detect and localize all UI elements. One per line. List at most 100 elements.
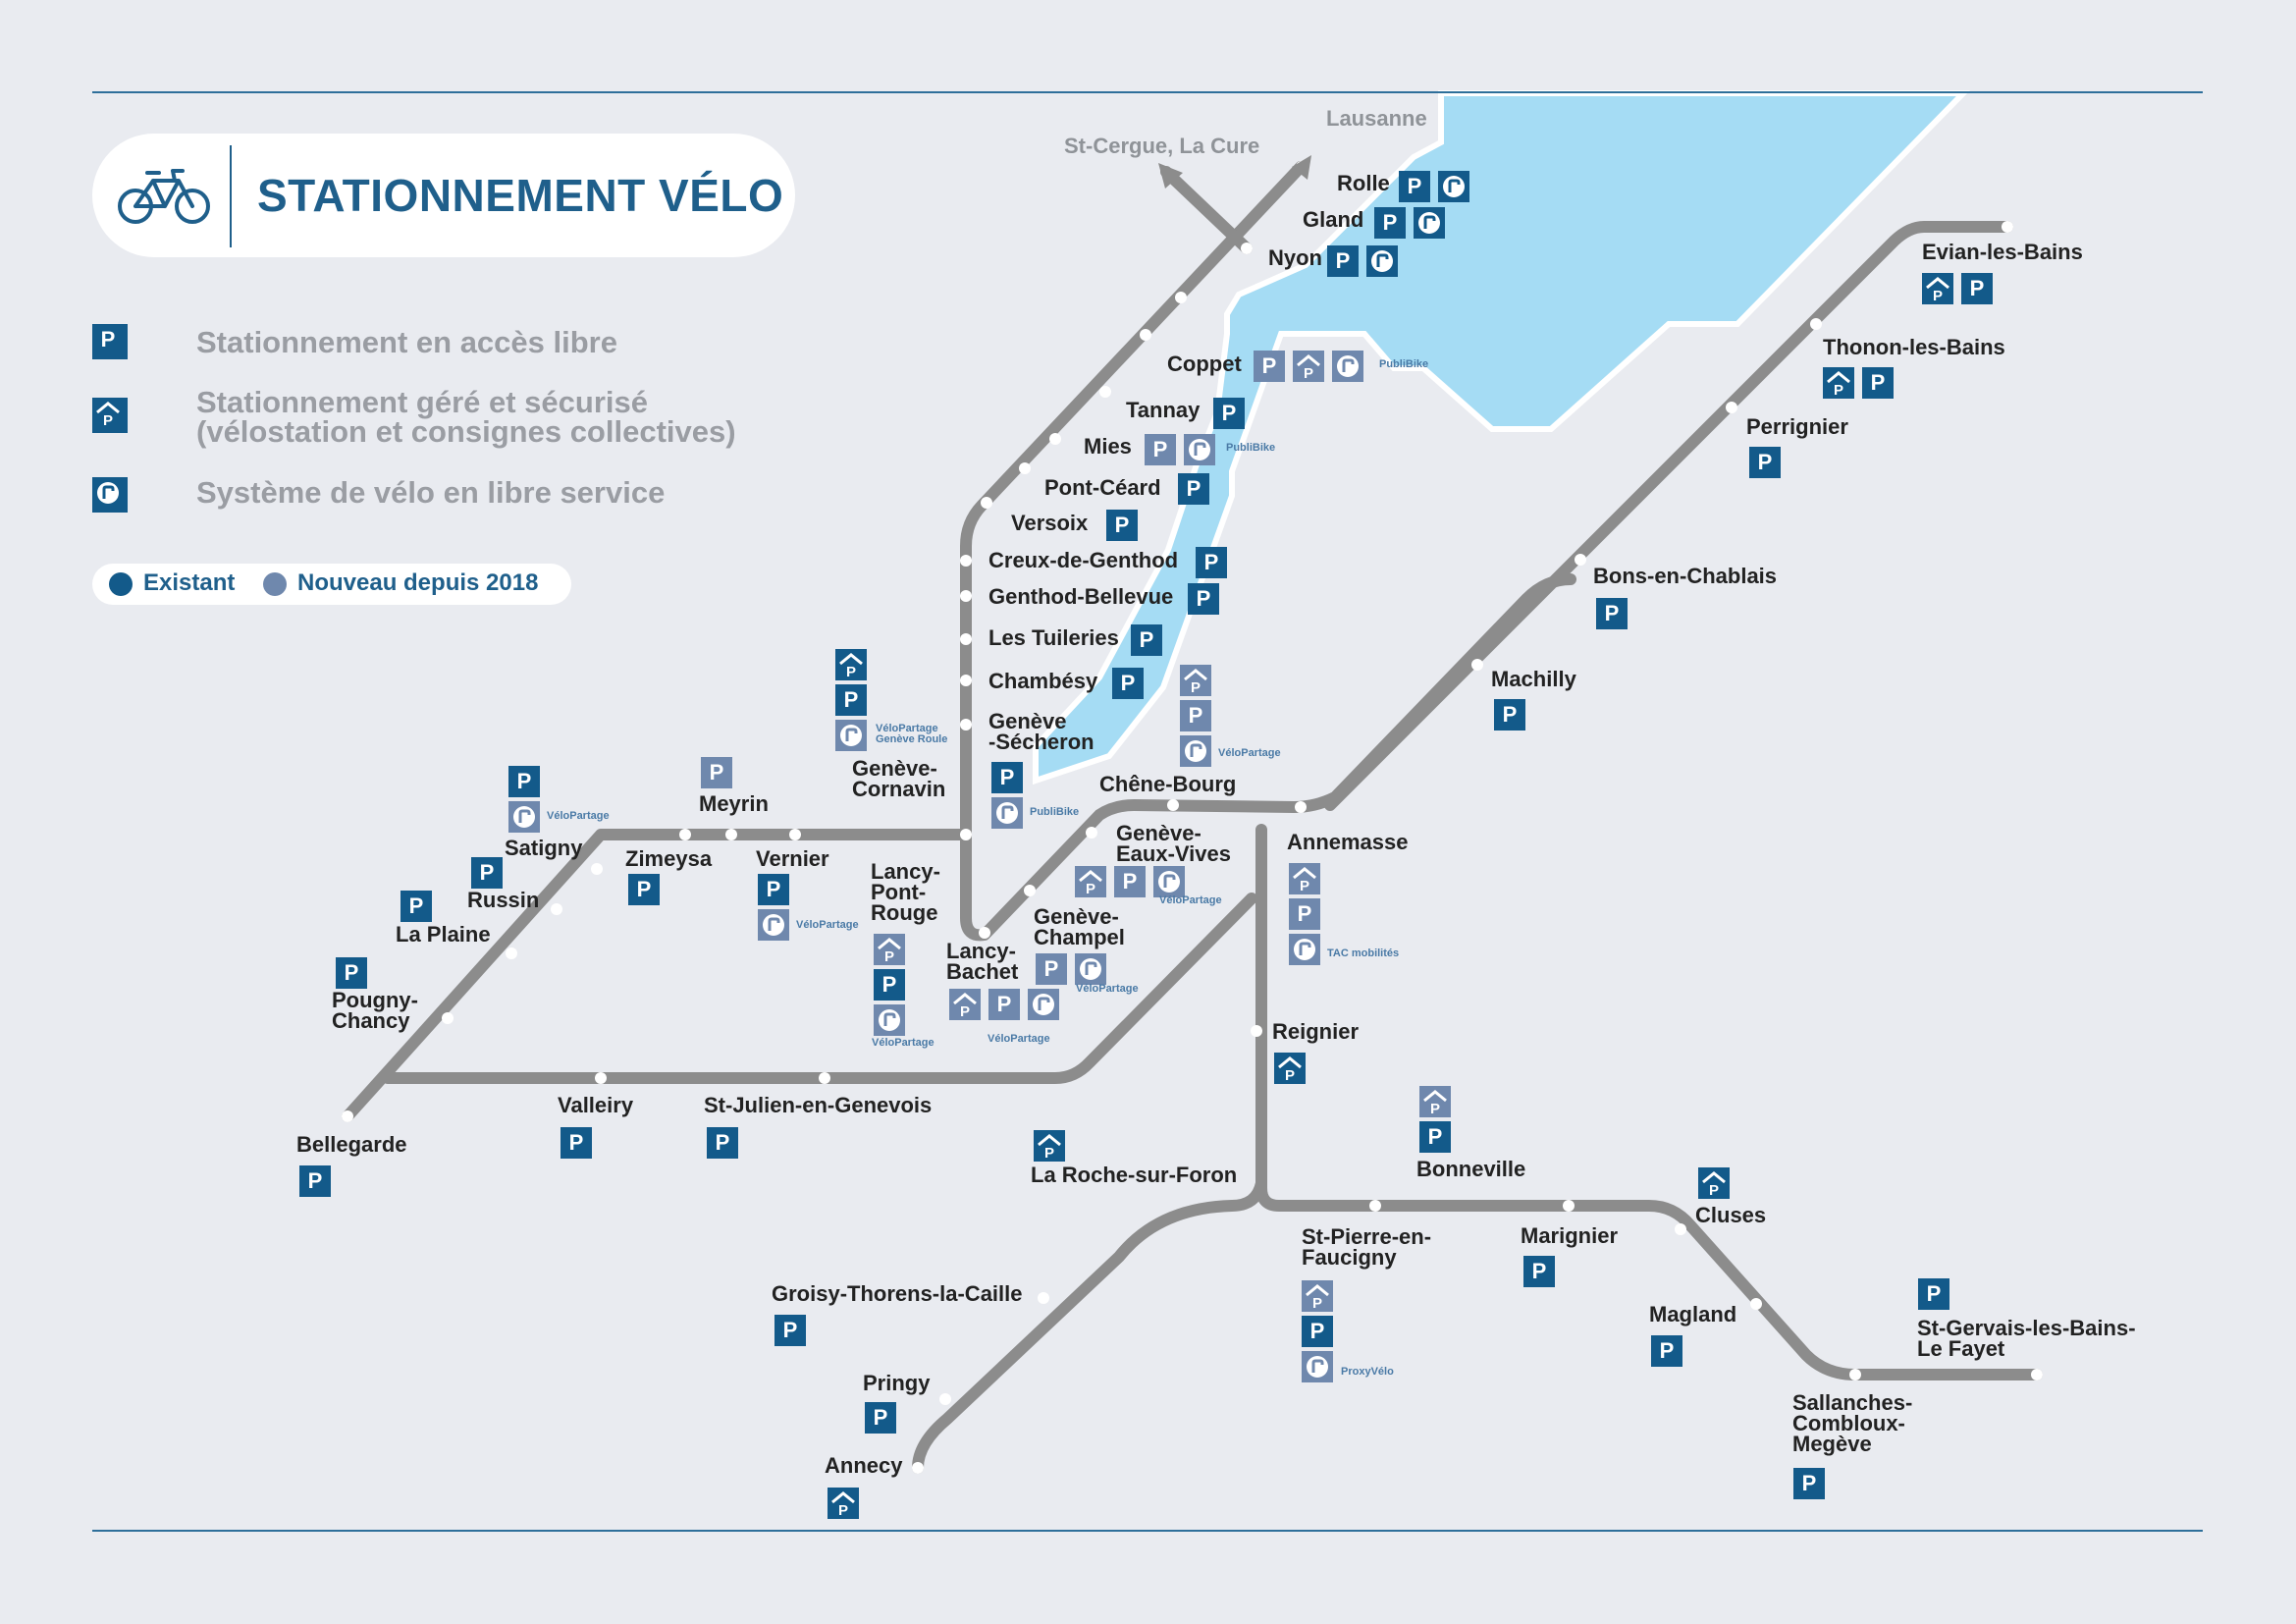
bike-share-icon [1028, 989, 1059, 1020]
bike-share-icon [1153, 866, 1185, 897]
parking-icon [1862, 367, 1894, 399]
parking-icon [707, 1127, 738, 1159]
station-icons: P [1698, 1167, 1730, 1203]
station-label: Tannay [1126, 398, 1201, 422]
status-existant: Existant [143, 569, 236, 596]
arrow-lausanne [1292, 155, 1311, 180]
station-icons [1178, 473, 1217, 505]
legend-label: Stationnement en accès libre [196, 325, 617, 359]
station-label: Genève- Champel [1034, 904, 1125, 949]
parking-icon [1399, 171, 1430, 202]
svg-text:P: P [103, 412, 113, 429]
parking-icon [92, 324, 128, 359]
station-icons [1749, 447, 1781, 482]
station-label: Evian-les-Bains [1922, 240, 2083, 264]
bike-share-icon [835, 720, 867, 751]
parking-icon [561, 1127, 592, 1159]
operator-label: TAC mobilités [1327, 947, 1400, 959]
station-icons [561, 1127, 592, 1163]
parking-icon [835, 684, 867, 716]
station-icons [1112, 668, 1151, 699]
station-icons: P [835, 649, 867, 755]
line-annemasse-laroche [1255, 824, 2043, 1380]
line-bellegarde-cornavin [342, 829, 972, 1122]
parking-icon [1145, 434, 1176, 465]
station-label: Russin [467, 888, 540, 912]
parking-icon [400, 891, 432, 922]
lake [1033, 90, 1971, 785]
station-label: Lancy- Pont- Rouge [871, 859, 940, 925]
parking-icon [1918, 1278, 1949, 1310]
bike-share-icon [1332, 351, 1363, 382]
parking-icon [1289, 898, 1320, 930]
svg-text:P: P [1304, 365, 1313, 382]
secure-parking-icon: P [1180, 665, 1211, 696]
station-icons [299, 1165, 331, 1201]
bike-share-icon [1414, 207, 1445, 239]
line-lausanne-cornavin [960, 161, 1576, 942]
station-icons: P [1034, 1130, 1065, 1165]
legend-label: (vélostation et consignes collectives) [196, 414, 736, 449]
station-label: Vernier [756, 846, 829, 871]
station-label: Bellegarde [296, 1132, 407, 1157]
station-label: Sallanches- Combloux- Megève [1792, 1390, 1913, 1456]
parking-icon [991, 762, 1023, 793]
station-icons: P [1274, 1053, 1306, 1088]
station-icons [1374, 207, 1453, 239]
bike-share-icon [1180, 735, 1211, 767]
station-label: Chêne-Bourg [1099, 772, 1237, 796]
station-label: Annecy [825, 1453, 903, 1478]
secure-parking-icon: P [1274, 1053, 1306, 1084]
parking-icon [1749, 447, 1781, 478]
secure-parking-icon: P [949, 989, 981, 1020]
station-icons [1036, 953, 1114, 985]
station-icons: P [1922, 273, 2001, 304]
parking-icon [628, 874, 660, 905]
legend-label: Stationnement géré et sécurisé [196, 385, 648, 419]
page-title: STATIONNEMENT VÉLO [257, 170, 784, 221]
parking-icon [1180, 700, 1211, 731]
station-icons [471, 857, 503, 893]
station-label: La Plaine [396, 922, 491, 947]
bike-share-icon [508, 801, 540, 833]
parking-icon [1036, 953, 1067, 985]
station-icons: P [1180, 665, 1211, 771]
secure-parking-icon: P [1823, 367, 1854, 399]
parking-icon [701, 757, 732, 788]
rail-lines [342, 161, 2043, 1474]
parking-icon [471, 857, 503, 889]
line-st-cergue [1160, 166, 1253, 254]
station-icons [508, 766, 540, 837]
arrow-st-cergue [1158, 163, 1183, 189]
station-icons [758, 874, 789, 945]
secure-parking-icon: P [1698, 1167, 1730, 1199]
station-label: Groisy-Thorens-la-Caille [772, 1281, 1023, 1306]
station-label: St-Pierre-en- Faucigny [1302, 1224, 1432, 1270]
bike-share-icon [758, 909, 789, 941]
station-label: Genève -Sécheron [988, 709, 1095, 754]
station-label: Genthod-Bellevue [988, 584, 1174, 609]
station-label: Magland [1649, 1302, 1737, 1326]
station-label: Les Tuileries [988, 625, 1119, 650]
station-icons: P [828, 1488, 859, 1523]
bike-share-icon [1184, 434, 1215, 465]
station-icons [336, 957, 367, 993]
station-label: Thonon-les-Bains [1823, 335, 2005, 359]
bike-share-icon [991, 797, 1023, 829]
operator-label: VéloPartage [1076, 983, 1139, 995]
bike-share-icon [1075, 953, 1106, 985]
operator-label: VéloPartage [872, 1037, 934, 1049]
station-icons: P [1289, 863, 1320, 969]
svg-text:P: P [1285, 1067, 1295, 1084]
parking-icon [1327, 245, 1359, 277]
station-label: Satigny [505, 836, 583, 860]
svg-text:P: P [1834, 382, 1843, 399]
station-icons [1106, 510, 1146, 541]
station-icons: P [1823, 367, 1901, 399]
operator-label: VéloPartage [988, 1033, 1050, 1045]
parking-icon [1196, 547, 1227, 578]
svg-text:P: P [1933, 288, 1943, 304]
title-box [92, 134, 795, 257]
station-label: Pringy [863, 1371, 931, 1395]
